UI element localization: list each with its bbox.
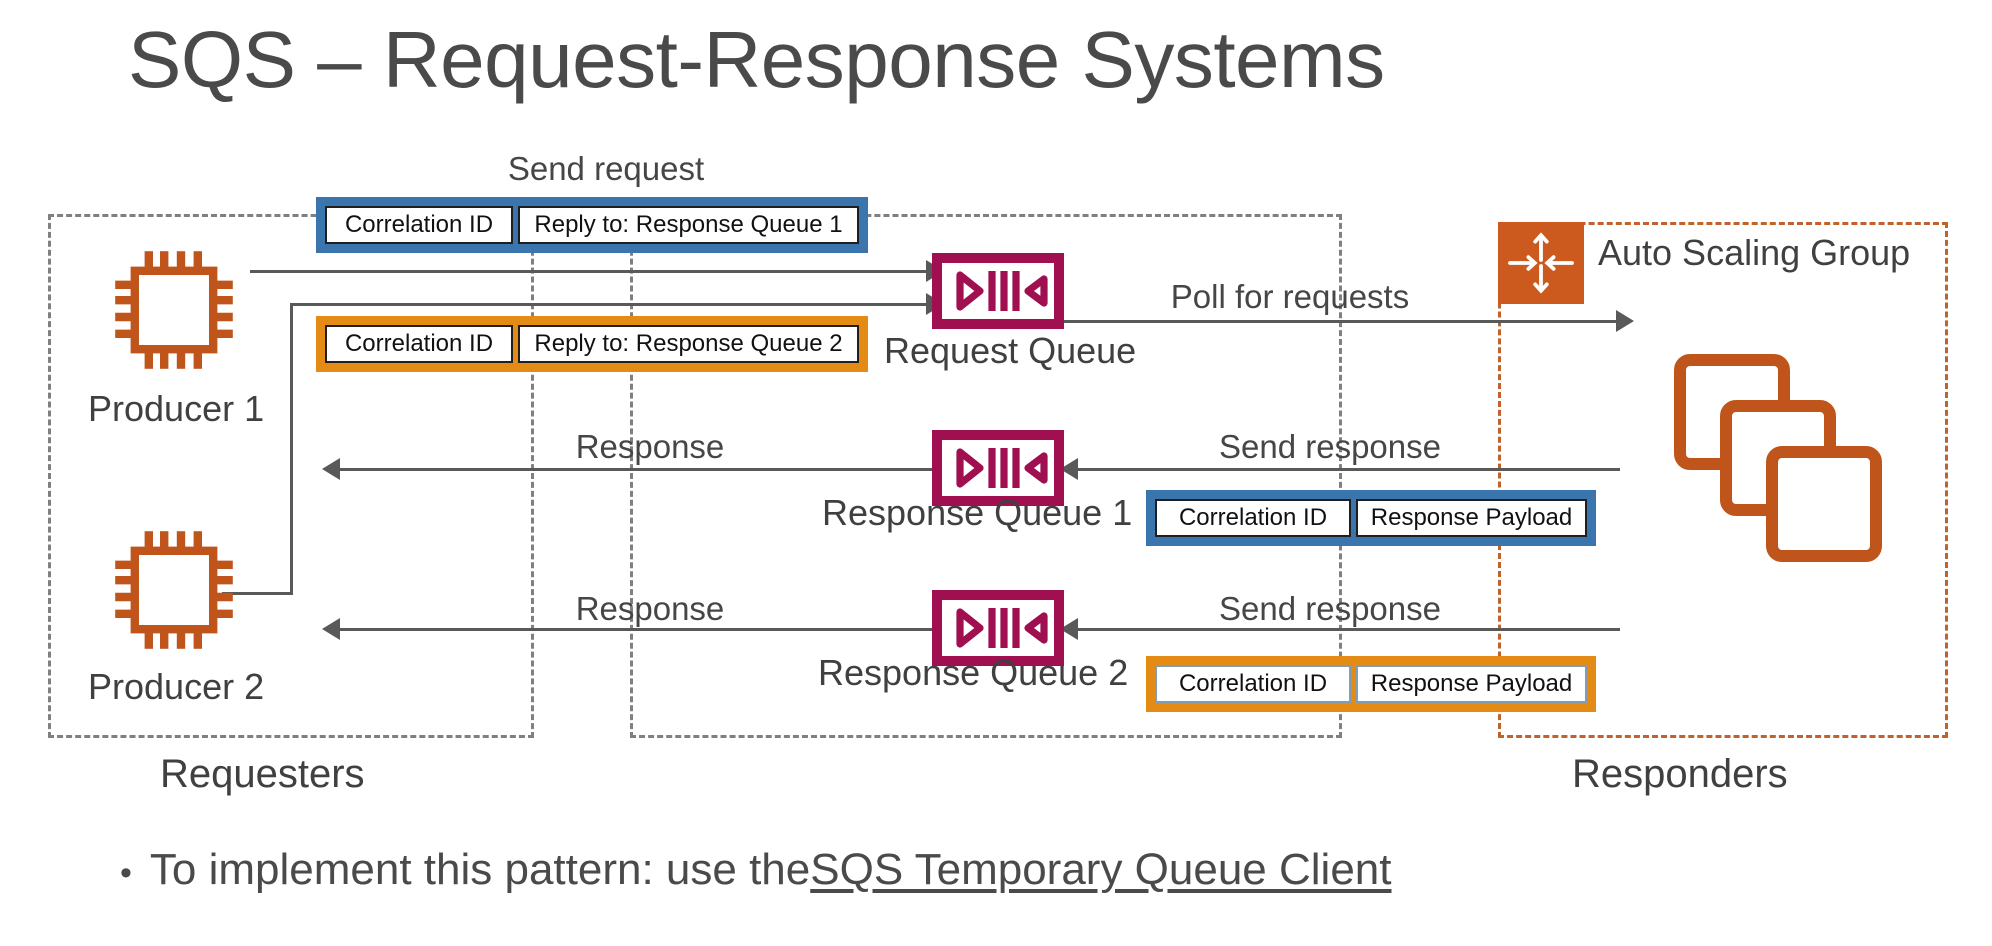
auto-scaling-group-label: Auto Scaling Group <box>1598 232 1911 273</box>
response-queue2-to-producer-arrowhead <box>322 618 340 640</box>
response-queue-2-label: Response Queue 2 <box>818 652 1129 693</box>
response-queue1-to-producer-arrowhead <box>322 458 340 480</box>
sqs-temporary-queue-client-link[interactable]: SQS Temporary Queue Client <box>810 845 1392 894</box>
poll-for-requests-arrowhead <box>1616 310 1634 332</box>
message-cell-correlation-id: Correlation ID <box>325 206 513 244</box>
requesters-group-label: Requesters <box>160 752 365 796</box>
response-queue1-to-producer-line <box>340 468 936 471</box>
response-queue2-to-producer-line <box>340 628 936 631</box>
responders-group-box <box>1498 222 1948 738</box>
producer1-to-request-queue-line <box>250 270 930 273</box>
edge-label-response-2: Response <box>575 590 725 627</box>
response-message-2[interactable]: Correlation ID Response Payload <box>1146 656 1596 712</box>
page-title: SQS – Request-Response Systems <box>128 15 1385 104</box>
edge-label-send-response-1: Send response <box>1219 428 1441 465</box>
edge-label-send-request: Send request <box>507 150 705 187</box>
message-cell-correlation-id: Correlation ID <box>1155 665 1351 703</box>
edge-label-send-response-2: Send response <box>1219 590 1441 627</box>
send-response1-arrowhead <box>1060 458 1078 480</box>
request-queue-label: Request Queue <box>884 330 1137 371</box>
producer-1-label: Producer 1 <box>88 388 265 429</box>
message-cell-response-payload: Response Payload <box>1356 665 1587 703</box>
producer2-riser-line <box>290 303 293 595</box>
bullet-text: To implement this pattern: use the <box>149 845 811 894</box>
send-response1-line <box>1078 468 1620 471</box>
send-response2-line <box>1078 628 1620 631</box>
sqs-queue-icon <box>932 253 1064 329</box>
message-cell-response-payload: Response Payload <box>1356 499 1587 537</box>
instances-stack-icon <box>1672 352 1892 562</box>
sqs-queue-icon <box>932 590 1064 666</box>
response-queue-1-label: Response Queue 1 <box>822 492 1133 533</box>
edge-label-response-1: Response <box>575 428 725 465</box>
edge-label-poll-for-requests: Poll for requests <box>1170 278 1410 315</box>
chip-icon <box>104 240 244 380</box>
message-cell-correlation-id: Correlation ID <box>1155 499 1351 537</box>
message-cell-reply-to: Reply to: Response Queue 2 <box>518 325 859 363</box>
auto-scaling-group-icon <box>1498 222 1584 304</box>
request-message-2[interactable]: Correlation ID Reply to: Response Queue … <box>316 316 868 372</box>
bullet-list-item: • To implement this pattern: use the SQS… <box>120 845 1392 895</box>
producer2-to-request-queue-line <box>290 303 930 306</box>
poll-for-requests-line <box>1064 320 1620 323</box>
sqs-queue-icon <box>932 430 1064 506</box>
bullet-marker: • <box>120 854 132 892</box>
response-message-1[interactable]: Correlation ID Response Payload <box>1146 490 1596 546</box>
responders-group-label: Responders <box>1572 752 1788 796</box>
requesters-group-box <box>48 214 534 738</box>
message-cell-correlation-id: Correlation ID <box>325 325 513 363</box>
queues-group-box <box>630 214 1342 738</box>
producer-2-label: Producer 2 <box>88 666 265 707</box>
message-cell-reply-to: Reply to: Response Queue 1 <box>518 206 859 244</box>
request-message-1[interactable]: Correlation ID Reply to: Response Queue … <box>316 197 868 253</box>
send-response2-arrowhead <box>1060 618 1078 640</box>
producer2-stub-line <box>222 592 292 595</box>
chip-icon <box>104 520 244 660</box>
